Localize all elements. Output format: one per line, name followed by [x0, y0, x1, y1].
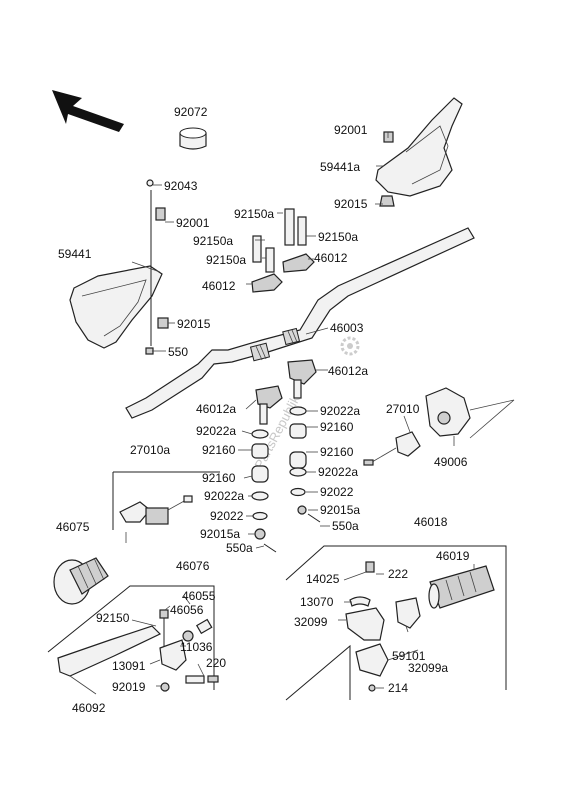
label-92015: 92015 [334, 197, 368, 211]
label-46012a-1: 46012a [328, 364, 368, 378]
label-27010: 27010 [386, 402, 420, 416]
label-46076: 46076 [176, 559, 210, 573]
clutch-lever-box [47, 585, 219, 692]
label-49006: 49006 [434, 455, 468, 469]
label-550: 550 [168, 345, 188, 359]
label-92072: 92072 [174, 105, 208, 119]
label-92001: 92001 [334, 123, 368, 137]
label-92150a-3: 92150a [193, 234, 233, 248]
grip-46075 [53, 557, 109, 605]
hand-guard-right [375, 97, 463, 207]
label-92150: 92150 [96, 611, 130, 625]
label-92160-2: 92160 [202, 443, 236, 457]
label-92160-3: 92160 [320, 445, 354, 459]
label-46055: 46055 [182, 589, 216, 603]
label-214: 214 [388, 681, 408, 695]
part-labels: 92072 92001 59441a 92015 92043 92001 594… [56, 105, 470, 715]
label-46003: 46003 [330, 321, 364, 335]
label-59441a: 59441a [320, 160, 360, 174]
label-92043: 92043 [164, 179, 198, 193]
label-92001-left: 92001 [176, 216, 210, 230]
label-92150a-4: 92150a [206, 253, 246, 267]
label-27010a: 27010a [130, 443, 170, 457]
label-92022a-4: 92022a [204, 489, 244, 503]
label-13091: 13091 [112, 659, 146, 673]
throttle-housing-49006 [425, 387, 515, 439]
switch-27010a-box [112, 471, 220, 530]
label-46018: 46018 [414, 515, 448, 529]
label-46012-2: 46012 [202, 279, 236, 293]
leader-lines [69, 132, 475, 695]
label-59101: 59101 [392, 649, 426, 663]
label-32099a: 32099a [408, 661, 448, 675]
label-92022a-3: 92022a [318, 465, 358, 479]
label-46092: 46092 [72, 701, 106, 715]
handlebar [125, 227, 475, 419]
label-92015-left: 92015 [177, 317, 211, 331]
label-92022-1: 92022 [320, 485, 354, 499]
label-550a-1: 550a [332, 519, 359, 533]
label-92160-1: 92160 [320, 420, 354, 434]
label-46012-1: 46012 [314, 251, 348, 265]
throttle-box [285, 545, 507, 701]
label-59441: 59441 [58, 247, 92, 261]
switch-27010 [363, 431, 421, 466]
label-11036: 11036 [180, 640, 213, 654]
label-46012a-2: 46012a [196, 402, 236, 416]
label-220: 220 [206, 656, 226, 670]
label-46019: 46019 [436, 549, 470, 563]
label-32099: 32099 [294, 615, 328, 629]
label-46056: 46056 [170, 603, 204, 617]
label-46075: 46075 [56, 520, 90, 534]
label-14025: 14025 [306, 572, 340, 586]
label-92150a-2: 92150a [318, 230, 358, 244]
label-92160-4: 92160 [202, 471, 236, 485]
gear-watermark-icon [340, 336, 360, 356]
arrow-up-left-icon [52, 90, 124, 132]
collar-92072 [179, 127, 207, 150]
label-13070: 13070 [300, 595, 334, 609]
label-92022-2: 92022 [210, 509, 244, 523]
label-550a-2: 550a [226, 541, 253, 555]
lower-clamp-group [255, 359, 317, 425]
label-92015a-1: 92015a [320, 503, 360, 517]
label-222: 222 [388, 567, 408, 581]
label-92150a-1: 92150a [234, 207, 274, 221]
label-92022a-2: 92022a [196, 424, 236, 438]
upper-clamp-group [251, 208, 315, 293]
label-92022a-1: 92022a [320, 404, 360, 418]
label-92019: 92019 [112, 680, 146, 694]
hand-guard-left [69, 179, 169, 355]
label-92015a-2: 92015a [200, 527, 240, 541]
